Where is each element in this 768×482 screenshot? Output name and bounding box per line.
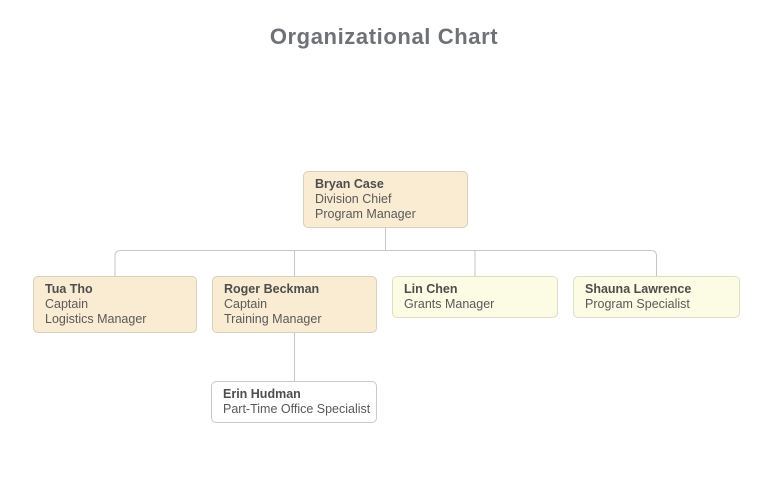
person-role: Training Manager [224,312,322,326]
person-role: Program Specialist [585,297,690,311]
org-node-shauna-lawrence[interactable]: Shauna Lawrence Program Specialist [573,276,740,318]
page-title: Organizational Chart [269,24,499,49]
person-role: Captain [224,297,268,311]
org-node-erin-hudman[interactable]: Erin Hudman Part-Time Office Specialist [211,381,377,423]
person-role: Program Manager [315,207,416,221]
person-role: Grants Manager [404,297,495,311]
person-name: Shauna Lawrence [585,282,692,296]
person-name: Lin Chen [404,282,458,296]
person-name: Tua Tho [45,282,93,296]
org-node-bryan-case[interactable]: Bryan Case Division Chief Program Manage… [303,171,468,228]
person-role: Captain [45,297,89,311]
person-role: Part-Time Office Specialist [223,402,371,416]
connector-children-bus [114,250,657,290]
org-node-roger-beckman[interactable]: Roger Beckman Captain Training Manager [212,276,377,333]
person-role: Division Chief [315,192,392,206]
org-node-lin-chen[interactable]: Lin Chen Grants Manager [392,276,558,318]
person-name: Bryan Case [315,177,384,191]
person-name: Erin Hudman [223,387,301,401]
person-name: Roger Beckman [224,282,320,296]
person-role: Logistics Manager [45,312,147,326]
org-node-tua-tho[interactable]: Tua Tho Captain Logistics Manager [33,276,197,333]
